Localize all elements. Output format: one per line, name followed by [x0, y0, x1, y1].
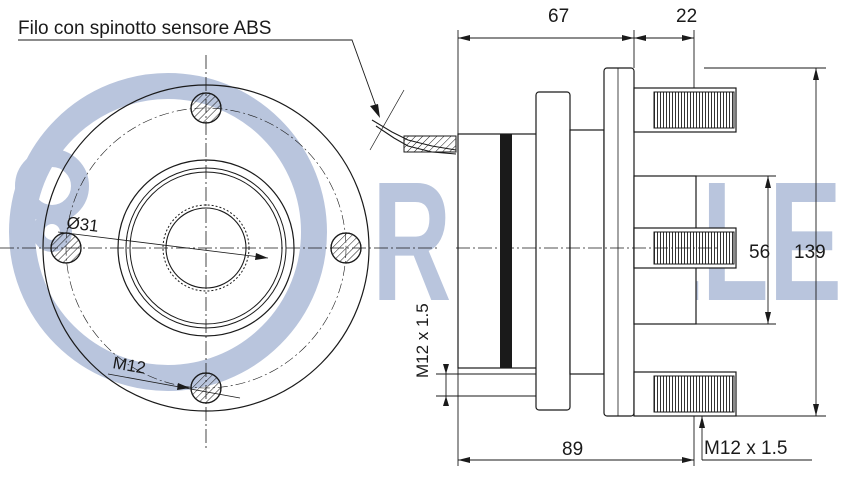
abs-caption-leader [18, 39, 405, 151]
side-view [371, 67, 737, 417]
hub-body [569, 129, 605, 375]
abs-cable [371, 119, 457, 155]
wheel-stud [633, 87, 737, 133]
bolt-hole [190, 92, 222, 124]
front-view [0, 55, 440, 450]
dim-hub-thread: M12 x 1.5 [413, 303, 432, 378]
hub-inner-circle-2 [129, 171, 283, 325]
bolt-hole [190, 372, 222, 404]
dim-stud-length: 22 [676, 6, 697, 27]
dim-stud-thread: M12 x 1.5 [704, 438, 787, 459]
dim-flange-to-hub: 67 [548, 6, 569, 27]
hub-inner-circle [125, 167, 287, 329]
dimension-lines [436, 30, 826, 466]
bore-diameter-label: Ø31 [66, 213, 100, 236]
bore-dimension-leader [57, 231, 269, 259]
bolt-hole [330, 232, 362, 264]
hub-circle [117, 159, 295, 337]
outer-flange-circle [42, 84, 370, 412]
bearing-housing [457, 133, 539, 369]
wheel-stud [633, 371, 737, 417]
bolt-hole [50, 232, 82, 264]
spline-bore [162, 204, 250, 292]
dim-pilot-diameter: 56 [749, 242, 770, 263]
dim-overall-length: 89 [562, 439, 583, 460]
bolt-thread-leader [107, 373, 241, 399]
dim-bolt-circle: 139 [794, 242, 826, 263]
wheel-flange [603, 67, 635, 417]
abs-sensor-caption: Filo con spinotto sensore ABS [18, 18, 271, 39]
mounting-flange [535, 91, 571, 411]
